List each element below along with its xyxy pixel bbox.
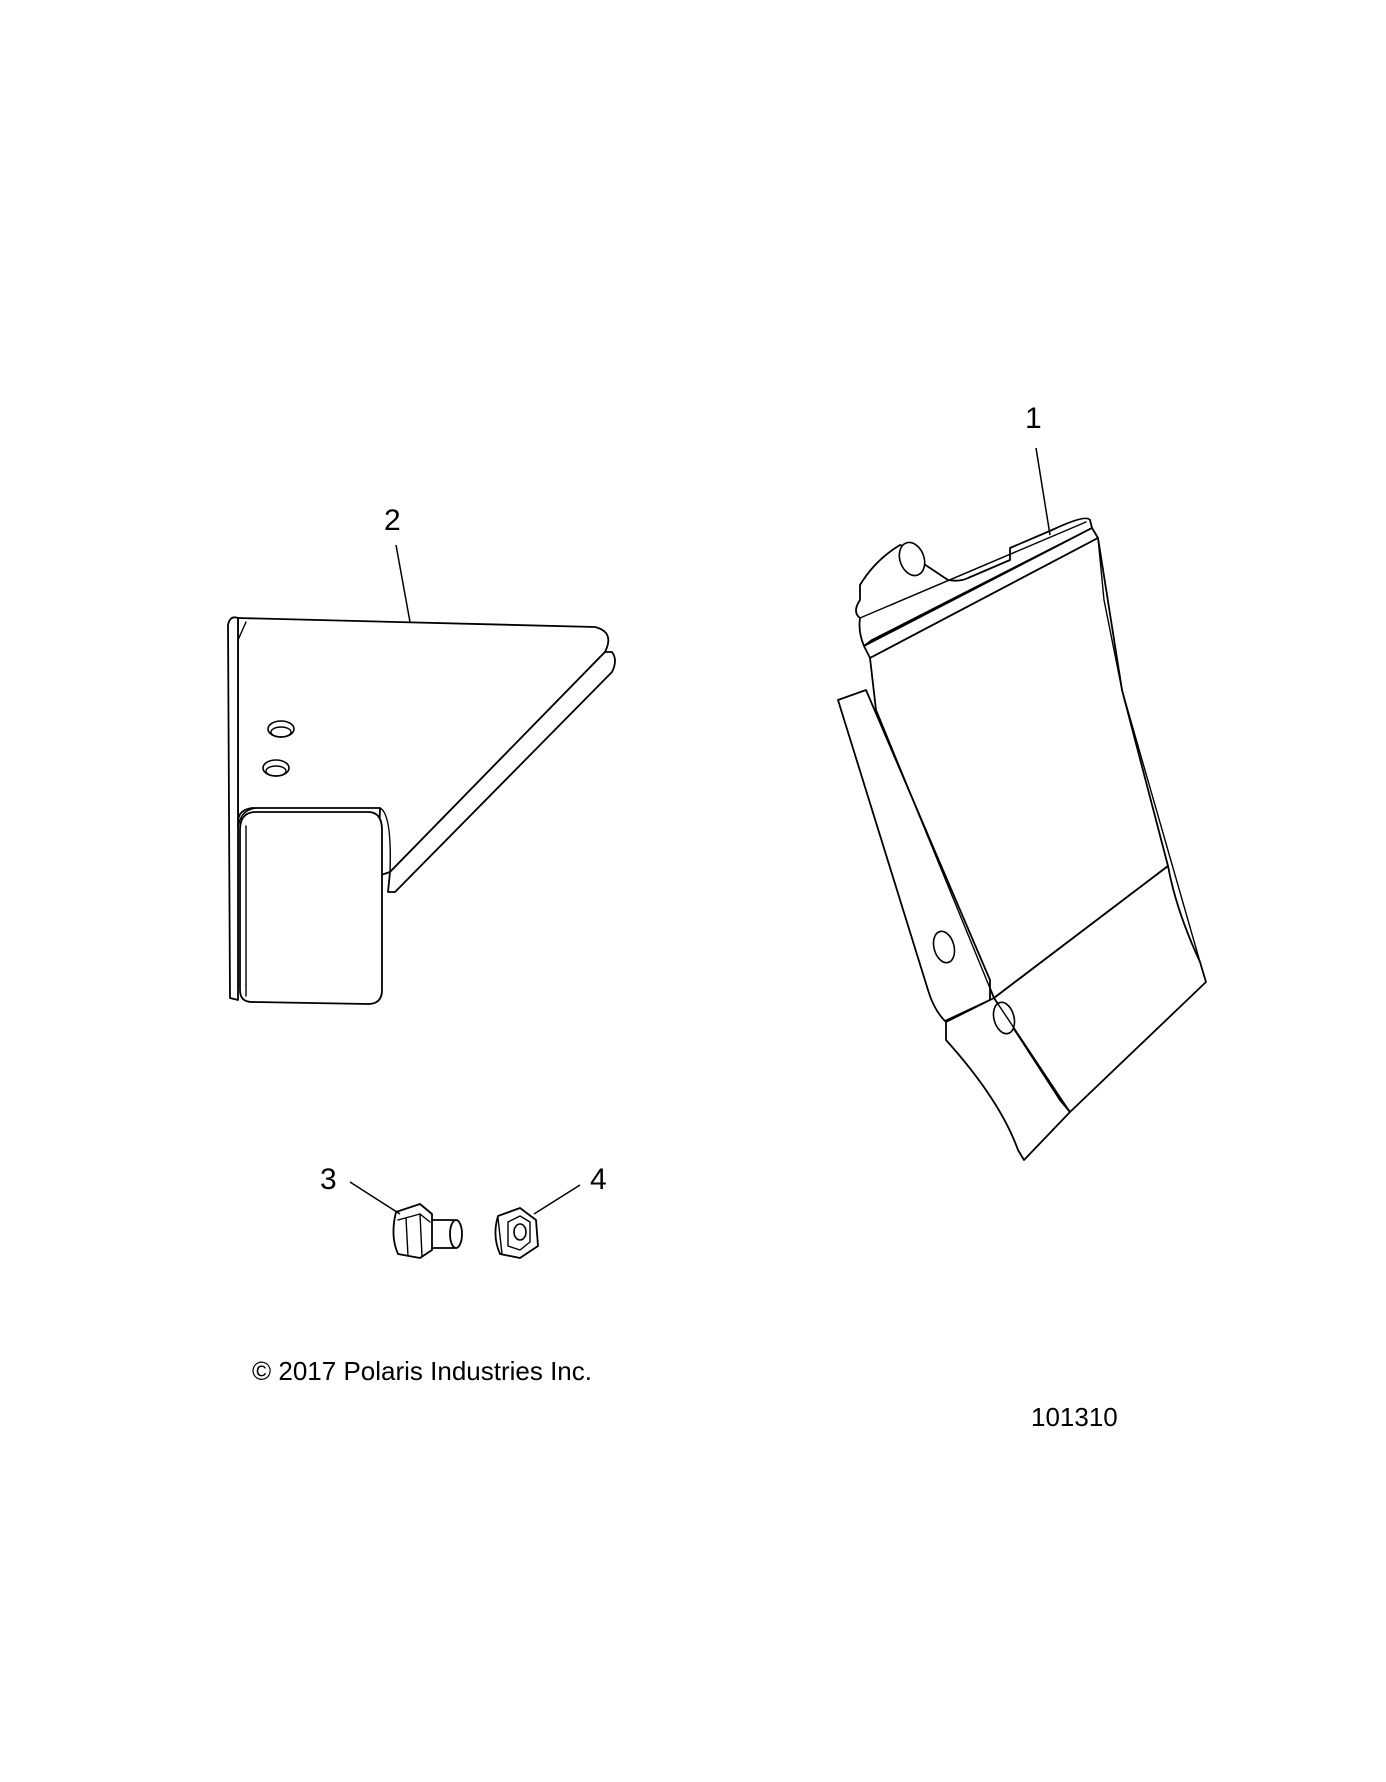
- callout-4: 4: [590, 1163, 607, 1196]
- figure-number: 101310: [1031, 1402, 1118, 1432]
- copyright-text: © 2017 Polaris Industries Inc.: [252, 1356, 592, 1386]
- callout-1: 1: [1025, 402, 1042, 435]
- callouts: 1 2 3 4: [320, 402, 1042, 1196]
- part-1-heat-shield: [837, 517, 1207, 1161]
- part-2-bracket-shield: [227, 616, 616, 1005]
- callout-3: 3: [320, 1163, 337, 1196]
- callout-2: 2: [384, 504, 401, 537]
- leader-lines: [349, 447, 1051, 1215]
- part-3-flange-bolt: [392, 1203, 463, 1259]
- part-4-flange-nut: [494, 1207, 539, 1259]
